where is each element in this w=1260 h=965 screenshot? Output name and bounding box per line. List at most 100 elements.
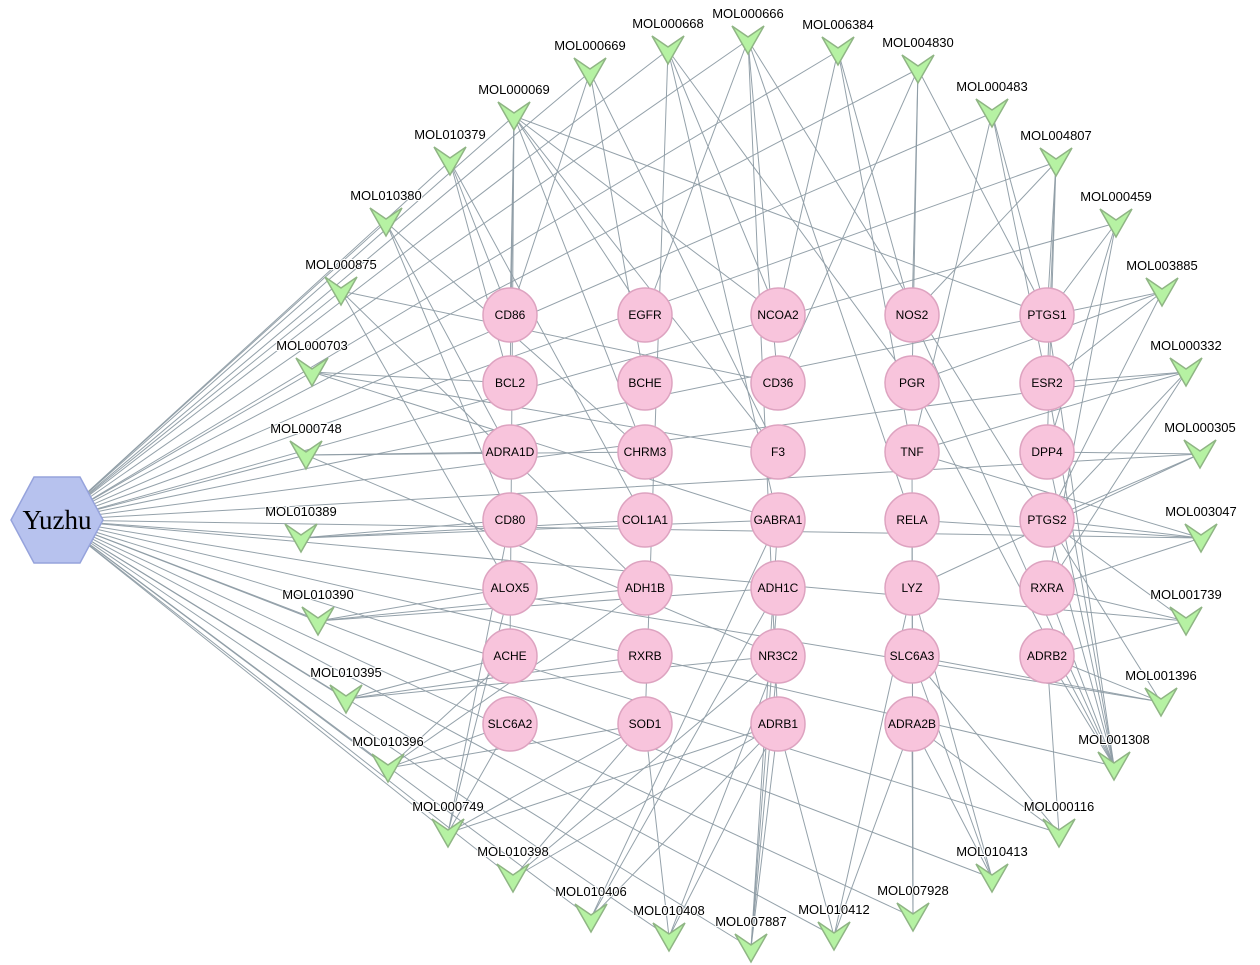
edge-MOL010390-ADH1C (317, 587, 779, 622)
compound-label-MOL006384: MOL006384 (802, 17, 874, 32)
edge-MOL000483-PTGS1 (991, 112, 1048, 316)
target-node-SLC6A2[interactable] (482, 696, 538, 752)
compound-node-MOL010406[interactable] (574, 903, 608, 934)
target-node-ADRA2B[interactable] (884, 696, 940, 752)
target-node-SLC6A3[interactable] (884, 628, 940, 684)
edge-MOL010413-ADRA2B (911, 723, 993, 879)
target-node-TNF[interactable] (884, 424, 940, 480)
compound-node-MOL000459[interactable] (1099, 208, 1133, 239)
compound-node-MOL010398[interactable] (496, 863, 530, 894)
compound-node-MOL000703[interactable] (295, 357, 329, 388)
edge-MOL010380-ADRA1D (385, 221, 511, 453)
edge-Yuzhu-MOL000069 (56, 115, 515, 521)
edge-Yuzhu-MOL000459 (56, 222, 1117, 521)
compound-node-MOL001396[interactable] (1144, 687, 1178, 718)
compound-node-MOL006384[interactable] (821, 36, 855, 67)
compound-node-MOL000669[interactable] (573, 57, 607, 88)
target-node-NR3C2[interactable] (750, 628, 806, 684)
compound-node-MOL010395[interactable] (329, 684, 363, 715)
target-node-ADH1B[interactable] (617, 560, 673, 616)
edge-MOL010408-NR3C2 (668, 655, 779, 938)
edge-MOL000069-NCOA2 (513, 115, 779, 316)
edge-MOL006384-NCOA2 (777, 50, 839, 316)
compound-node-MOL000069[interactable] (497, 101, 531, 132)
edge-Yuzhu-MOL000749 (56, 519, 449, 834)
target-node-ADRA1D[interactable] (482, 424, 538, 480)
compound-node-MOL010408[interactable] (652, 922, 686, 953)
compound-node-MOL000749[interactable] (431, 818, 465, 849)
compound-label-MOL000669: MOL000669 (554, 38, 626, 53)
edge-Yuzhu-MOL010406 (56, 519, 592, 919)
compound-label-MOL000875: MOL000875 (305, 257, 377, 272)
edge-MOL010389-CD80 (300, 519, 511, 539)
target-node-ACHE[interactable] (482, 628, 538, 684)
edge-MOL004830-PTGS1 (917, 68, 1048, 316)
edge-MOL003885-PTGS2 (1046, 291, 1163, 521)
target-node-ADH1C[interactable] (750, 560, 806, 616)
compound-node-MOL001739[interactable] (1169, 606, 1203, 637)
edge-Yuzhu-MOL000669 (56, 71, 591, 521)
edge-MOL010395-ACHE (345, 655, 511, 700)
compound-node-MOL000668[interactable] (651, 35, 685, 66)
compound-node-MOL000483[interactable] (975, 98, 1009, 129)
compound-node-MOL003047[interactable] (1184, 523, 1218, 554)
target-node-CHRM3[interactable] (617, 424, 673, 480)
target-node-CD36[interactable] (750, 355, 806, 411)
compound-label-MOL000483: MOL000483 (956, 79, 1028, 94)
target-node-CD86[interactable] (482, 287, 538, 343)
target-node-ALOX5[interactable] (482, 560, 538, 616)
compound-node-MOL001308[interactable] (1097, 751, 1131, 782)
compound-node-MOL007887[interactable] (734, 933, 768, 964)
edge-MOL000069-F3 (513, 115, 779, 453)
herb-node-yuzhu[interactable] (10, 476, 104, 564)
compound-node-MOL010390[interactable] (301, 606, 335, 637)
compound-node-MOL010412[interactable] (817, 921, 851, 952)
target-node-CD80[interactable] (482, 492, 538, 548)
compound-node-MOL004807[interactable] (1039, 147, 1073, 178)
compound-node-MOL010413[interactable] (975, 863, 1009, 894)
target-node-PTGS1[interactable] (1019, 287, 1075, 343)
compound-node-MOL000748[interactable] (289, 440, 323, 471)
edge-MOL000332-RXRA (1046, 371, 1187, 589)
compound-node-MOL003885[interactable] (1145, 277, 1179, 308)
compound-node-MOL004830[interactable] (901, 54, 935, 85)
target-node-EGFR[interactable] (617, 287, 673, 343)
edge-MOL004830-NOS2 (911, 68, 919, 316)
edge-Yuzhu-MOL001396 (56, 519, 1162, 703)
compound-node-MOL000875[interactable] (324, 276, 358, 307)
compound-label-MOL010380: MOL010380 (350, 188, 422, 203)
target-node-F3[interactable] (750, 424, 806, 480)
target-node-BCL2[interactable] (482, 355, 538, 411)
edge-MOL000668-NCOA2 (667, 49, 779, 316)
compound-node-MOL000332[interactable] (1169, 357, 1203, 388)
target-node-RXRA[interactable] (1019, 560, 1075, 616)
target-node-ADRB1[interactable] (750, 696, 806, 752)
target-node-SOD1[interactable] (617, 696, 673, 752)
target-node-BCHE[interactable] (617, 355, 673, 411)
compound-node-MOL010380[interactable] (369, 207, 403, 238)
target-node-ESR2[interactable] (1019, 355, 1075, 411)
target-node-PGR[interactable] (884, 355, 940, 411)
target-node-COL1A1[interactable] (617, 492, 673, 548)
target-node-LYZ[interactable] (884, 560, 940, 616)
target-node-DPP4[interactable] (1019, 424, 1075, 480)
target-node-NCOA2[interactable] (750, 287, 806, 343)
compound-node-MOL010389[interactable] (284, 523, 318, 554)
compound-node-MOL000305[interactable] (1183, 439, 1217, 470)
compound-node-MOL007928[interactable] (896, 902, 930, 933)
compound-label-MOL000116: MOL000116 (1024, 799, 1095, 814)
edge-MOL000703-GABRA1 (311, 371, 779, 521)
target-node-RELA[interactable] (884, 492, 940, 548)
compound-node-MOL000666[interactable] (731, 25, 765, 56)
target-node-GABRA1[interactable] (750, 492, 806, 548)
edge-MOL010390-ADH1B (317, 587, 646, 622)
target-node-NOS2[interactable] (884, 287, 940, 343)
compound-node-MOL010396[interactable] (371, 753, 405, 784)
compound-node-MOL010379[interactable] (433, 146, 467, 177)
target-node-ADRB2[interactable] (1019, 628, 1075, 684)
target-node-RXRB[interactable] (617, 628, 673, 684)
target-node-PTGS2[interactable] (1019, 492, 1075, 548)
edge-MOL000459-DPP4 (1046, 222, 1117, 453)
compound-node-MOL000116[interactable] (1042, 818, 1076, 849)
